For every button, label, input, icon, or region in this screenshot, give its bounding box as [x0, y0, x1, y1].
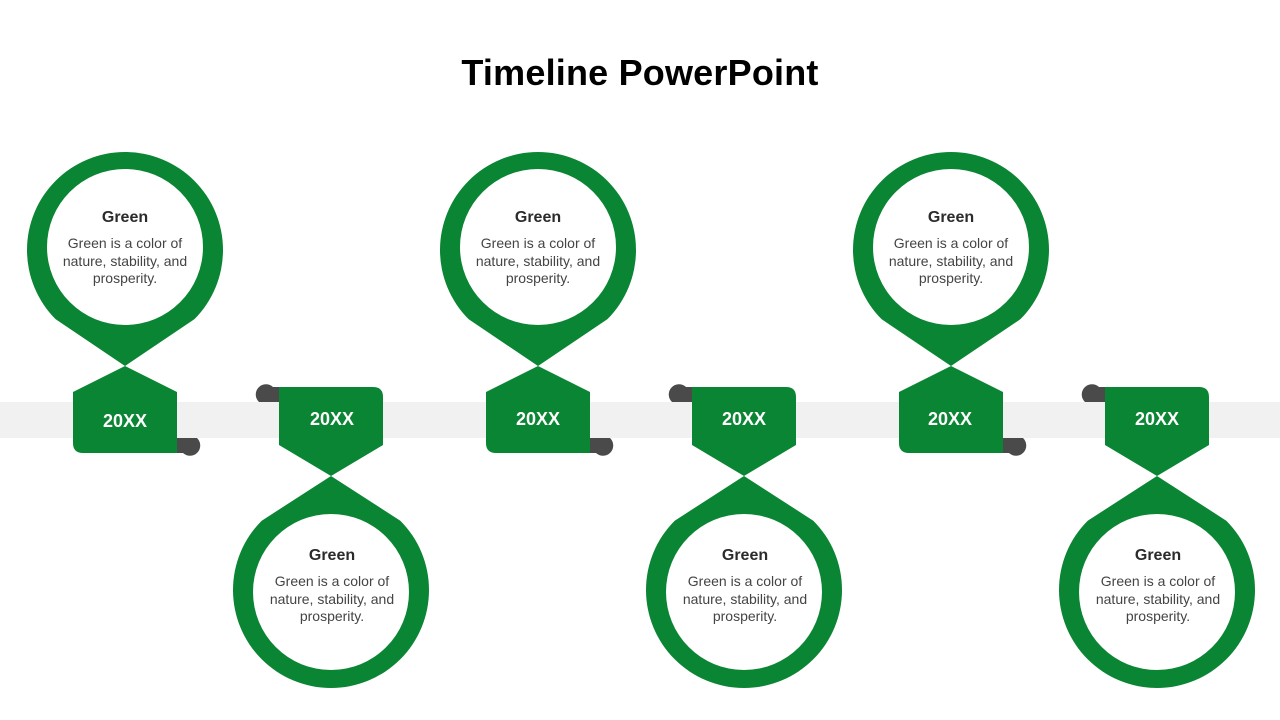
milestone-2-year-tag [279, 387, 383, 476]
milestone-3-year-tag [486, 366, 590, 453]
milestone-3-pin [439, 151, 636, 366]
milestone-1-description: Green is a color of nature, stability, a… [62, 235, 188, 286]
milestone-6-title: Green [1134, 547, 1182, 564]
milestone-1-title: Green [101, 209, 149, 226]
milestone-2-pin [233, 476, 430, 689]
milestone-1-year-tag [73, 366, 177, 453]
slide-title: Timeline PowerPoint [461, 52, 819, 93]
milestone-1-tag-curl [177, 438, 201, 456]
milestone-6-description: Green is a color of nature, stability, a… [1095, 573, 1221, 624]
milestone-5-text: Green Green is a color of nature, stabil… [871, 209, 1031, 288]
milestone-5-description: Green is a color of nature, stability, a… [888, 235, 1014, 286]
milestone-3-tag-curl [590, 438, 614, 456]
milestone-4-text: Green Green is a color of nature, stabil… [665, 547, 825, 626]
milestone-4-year-tag [692, 387, 796, 476]
milestone-5-tag-curl [1003, 438, 1027, 456]
milestone-6-year-tag [1105, 387, 1209, 476]
milestone-6-year: 20XX [1134, 409, 1180, 429]
milestone-3-year: 20XX [515, 409, 561, 429]
milestone-3-description: Green is a color of nature, stability, a… [475, 235, 601, 286]
milestone-4-title: Green [721, 547, 769, 564]
milestone-4-description: Green is a color of nature, stability, a… [682, 573, 808, 624]
milestone-6-tag-curl [1081, 384, 1105, 402]
milestone-5-title: Green [927, 209, 975, 226]
milestone-1-text: Green Green is a color of nature, stabil… [45, 209, 205, 288]
milestone-5-year: 20XX [927, 409, 973, 429]
milestone-1-pin [27, 151, 224, 366]
milestone-4-year: 20XX [721, 409, 767, 429]
milestone-2-year: 20XX [309, 409, 355, 429]
milestone-2-description: Green is a color of nature, stability, a… [269, 573, 395, 624]
milestone-4-pin [645, 476, 842, 689]
milestone-3-text: Green Green is a color of nature, stabil… [458, 209, 618, 288]
milestone-5-year-tag [899, 366, 1003, 453]
milestone-1-year: 20XX [102, 411, 148, 431]
milestone-2-title: Green [308, 547, 356, 564]
milestone-2-text: Green Green is a color of nature, stabil… [252, 547, 412, 626]
milestone-6-pin [1059, 476, 1255, 689]
timeline-band [0, 402, 1280, 438]
milestone-5-pin [852, 151, 1049, 366]
milestone-2-tag-curl [255, 384, 279, 402]
milestone-6-text: Green Green is a color of nature, stabil… [1078, 547, 1238, 626]
milestone-4-tag-curl [668, 384, 692, 402]
milestone-3-title: Green [514, 209, 562, 226]
